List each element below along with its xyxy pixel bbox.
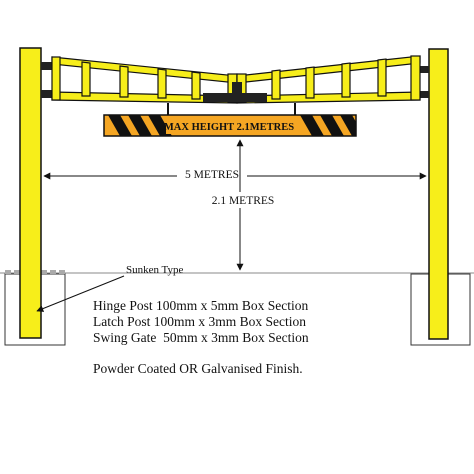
- sign-text-panel: [166, 117, 292, 134]
- finish-note: Powder Coated OR Galvanised Finish.: [93, 361, 303, 376]
- hinge-bracket-top-left: [41, 62, 52, 70]
- spec-hinge-post: Hinge Post 100mm x 5mm Box Section: [93, 298, 309, 313]
- hinge-bracket-top-right: [419, 66, 429, 73]
- height-dimension: 2.1 METRES: [212, 139, 275, 271]
- spec-swing-gate: Swing Gate 50mm x 3mm Box Section: [93, 330, 309, 345]
- sunken-type-label: Sunken Type: [126, 264, 184, 276]
- hinge-bracket-bottom-right: [419, 91, 429, 98]
- width-dimension: 5 METRES: [43, 166, 427, 182]
- width-label: 5 METRES: [185, 169, 239, 181]
- center-latch: [203, 93, 267, 102]
- latch-post: [428, 48, 449, 340]
- sunken-type-callout: Sunken Type: [36, 264, 184, 312]
- hinge-post: [19, 47, 42, 339]
- hinge-bracket-bottom-left: [41, 90, 52, 98]
- right-swing-gate: [236, 55, 421, 104]
- spec-latch-post: Latch Post 100mm x 3mm Box Section: [93, 314, 306, 329]
- latch-pin: [232, 82, 242, 94]
- max-height-sign: MAX HEIGHT 2.1METRES: [103, 114, 357, 137]
- sign-text: MAX HEIGHT 2.1METRES: [164, 122, 294, 133]
- height-label: 2.1 METRES: [212, 195, 275, 207]
- specifications: Hinge Post 100mm x 5mm Box Section Latch…: [93, 298, 309, 376]
